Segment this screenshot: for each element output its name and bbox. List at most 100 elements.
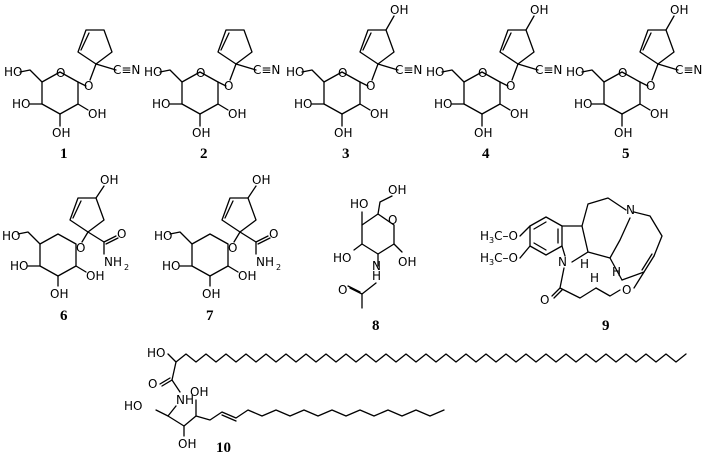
amide-nitrogen-label: N — [372, 259, 381, 273]
glycosidic-oxygen-label: O — [224, 79, 233, 93]
stereo-hydrogen-label: H — [590, 271, 599, 285]
compound-6-structure: OH O NH 2 O HO HO OH OH 6 — [2, 173, 129, 324]
nitrile-label: C≡N — [395, 63, 422, 77]
hydroxyl-label: HO — [152, 97, 170, 111]
nitrile-label: C≡N — [675, 63, 702, 77]
carbonyl-oxygen-label: O — [540, 293, 549, 307]
hydroxyl-label: OH — [334, 126, 352, 140]
svg-text:2: 2 — [124, 263, 129, 272]
hydroxyl-label: HO — [12, 97, 30, 111]
svg-text:2: 2 — [276, 263, 281, 272]
hydroxyl-label: OH — [510, 107, 528, 121]
ring-oxygen-label: O — [56, 66, 65, 80]
glycosidic-oxygen-label: O — [228, 241, 237, 255]
compound-number: 1 — [60, 146, 68, 162]
hydroxyl-label: OH — [614, 126, 632, 140]
hydroxyl-label: HO — [2, 229, 20, 243]
hydroxyl-label: HO — [434, 97, 452, 111]
hydroxyl-label: OH — [86, 269, 104, 283]
hydroxyl-label: OH — [650, 107, 668, 121]
glycosidic-oxygen-label: O — [646, 79, 655, 93]
ring-oxygen-label: O — [196, 66, 205, 80]
compound-number: 6 — [60, 308, 68, 324]
nitrile-label: C≡N — [535, 63, 562, 77]
stereo-hydrogen-label: H — [612, 265, 621, 279]
hydroxyl-label: OH — [398, 255, 416, 269]
compound-number: 7 — [206, 308, 214, 324]
compound-3-structure: OH C≡N O O HO HO OH OH 3 — [286, 3, 422, 162]
nitrile-label: C≡N — [253, 63, 280, 77]
hydroxyl-label: OH — [52, 126, 70, 140]
compound-number: 8 — [372, 318, 380, 334]
glycosidic-oxygen-label: O — [84, 79, 93, 93]
compound-number: 9 — [602, 318, 610, 334]
compound-2-structure: C≡N O O HO HO OH OH 2 — [144, 29, 280, 162]
hydroxyl-label: OH — [252, 173, 270, 187]
carbonyl-oxygen-label: O — [338, 283, 347, 297]
compound-5-structure: OH C≡N O O HO HO OH OH 5 — [566, 3, 702, 162]
hydroxyl-label: OH — [50, 287, 68, 301]
hydroxyl-label: OH — [670, 3, 688, 17]
hydroxyl-label: HO — [4, 65, 22, 79]
hydroxyl-label: HO — [10, 259, 28, 273]
hydroxyl-label: HO — [333, 251, 351, 265]
stereo-hydrogen-label: H — [580, 257, 589, 271]
hydroxyl-label: OH — [390, 3, 408, 17]
hydroxyl-label: HO — [162, 259, 180, 273]
methoxy-label: H3C–O — [480, 251, 518, 267]
tertiary-nitrogen-label: N — [626, 203, 635, 217]
compound-4-structure: OH C≡N O O HO HO OH OH 4 — [426, 3, 562, 162]
hydroxyl-label: OH — [228, 107, 246, 121]
ring-oxygen-label: O — [478, 66, 487, 80]
hydroxyl-label: OH — [192, 126, 210, 140]
indoline-nitrogen-label: N — [558, 255, 567, 269]
hydroxyl-label: HO — [147, 346, 165, 360]
glycosidic-oxygen-label: O — [76, 241, 85, 255]
hydroxyl-label: OH — [388, 183, 406, 197]
methoxy-label: H3C–O — [480, 229, 518, 245]
compound-1-structure: C≡N O O HO HO OH OH 1 — [4, 29, 140, 162]
hydroxyl-label: HO — [286, 65, 304, 79]
ring-oxygen-label: O — [388, 213, 397, 227]
carbonyl-oxygen-label: O — [148, 377, 157, 391]
hydroxyl-label: HO — [566, 65, 584, 79]
nitrile-label: C≡N — [113, 63, 140, 77]
amide-nitrogen-label: NH — [176, 393, 194, 407]
carbonyl-oxygen-label: O — [117, 227, 126, 241]
hydroxyl-label: OH — [202, 287, 220, 301]
hydroxyl-label: HO — [154, 229, 172, 243]
ring-oxygen-label: O — [338, 66, 347, 80]
amide-nitrogen-label: NH — [256, 255, 274, 269]
ether-oxygen-label: O — [622, 283, 631, 297]
compound-number: 10 — [216, 440, 231, 456]
amide-nitrogen-label: NH — [104, 255, 122, 269]
hydroxyl-label: OH — [530, 3, 548, 17]
hydroxyl-label: HO — [144, 65, 162, 79]
ring-oxygen-label: O — [618, 66, 627, 80]
compound-number: 4 — [482, 146, 490, 162]
hydroxyl-label: OH — [88, 107, 106, 121]
hydroxyl-label: HO — [426, 65, 444, 79]
hydroxyl-label: HO — [294, 97, 312, 111]
compound-7-structure: OH O NH 2 O HO HO OH OH 7 — [154, 173, 281, 324]
compound-10-structure: HO O NH HO OH OH 10 — [124, 346, 687, 456]
hydroxyl-label: HO — [574, 97, 592, 111]
glycosidic-oxygen-label: O — [506, 79, 515, 93]
compound-9-structure: H3C–O H3C–O N O N O H H H 9 — [480, 197, 663, 334]
hydroxyl-label: OH — [474, 126, 492, 140]
hydroxyl-label: OH — [100, 173, 118, 187]
glycosidic-oxygen-label: O — [366, 79, 375, 93]
compound-number: 3 — [342, 146, 350, 162]
hydroxyl-label: HO — [124, 399, 142, 413]
amide-nh-label: H — [372, 269, 381, 283]
compound-number: 5 — [622, 146, 630, 162]
hydroxyl-label: HO — [350, 197, 368, 211]
hydroxyl-label: OH — [190, 385, 208, 399]
hydroxyl-label: OH — [178, 437, 196, 451]
hydroxyl-label: OH — [370, 107, 388, 121]
carbonyl-oxygen-label: O — [269, 227, 278, 241]
compound-number: 2 — [200, 146, 208, 162]
compound-8-structure: O OH HO HO OH H N O 8 — [333, 183, 416, 334]
hydroxyl-label: OH — [238, 269, 256, 283]
